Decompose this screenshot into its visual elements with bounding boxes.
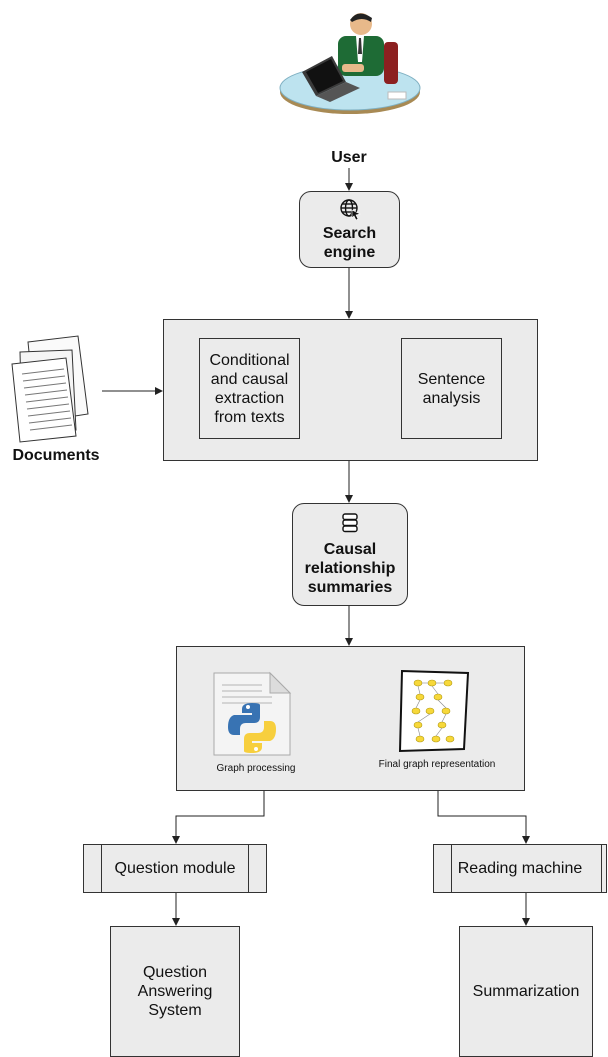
reading-machine-box: Reading machine (433, 844, 607, 893)
sentence-analysis-box: Sentence analysis (401, 338, 502, 439)
sentence-analysis-label: Sentence analysis (417, 370, 486, 407)
graph-processing-label: Graph processing (216, 763, 296, 774)
graph-sheet-icon (398, 669, 470, 753)
summarization-label: Summarization (472, 983, 580, 1000)
causal-summaries-label: Causal relationship summaries (304, 541, 396, 596)
question-module-left-bar (101, 845, 102, 892)
reading-machine-label: Reading machine (457, 860, 583, 877)
python-file-icon (213, 671, 292, 756)
qa-system-label: Question Answering System (137, 964, 213, 1019)
qa-system-box: Question Answering System (110, 926, 240, 1057)
documents-stack-icon (11, 335, 89, 443)
reading-machine-right-bar (601, 845, 602, 892)
summarization-box: Summarization (459, 926, 593, 1057)
question-module-label: Question module (114, 860, 236, 877)
question-module-right-bar (248, 845, 249, 892)
globe-cursor-icon (339, 198, 361, 220)
user-at-laptop-icon (279, 13, 421, 114)
arrow-graph-to-question (172, 791, 265, 844)
user-label: User (331, 149, 367, 166)
search-engine-label: Search engine (322, 224, 377, 261)
causal-summaries-box: Causal relationship summaries (292, 503, 408, 606)
question-module-box: Question module (83, 844, 267, 893)
conditional-extraction-box: Conditional and causal extraction from t… (199, 338, 300, 439)
conditional-extraction-label: Conditional and causal extraction from t… (209, 351, 290, 426)
arrow-graph-to-reading (437, 791, 530, 844)
final-graph-label: Final graph representation (378, 759, 496, 770)
documents-label: Documents (12, 447, 100, 464)
reading-machine-left-bar (451, 845, 452, 892)
search-engine-box: Search engine (299, 191, 400, 268)
database-icon (342, 513, 358, 533)
